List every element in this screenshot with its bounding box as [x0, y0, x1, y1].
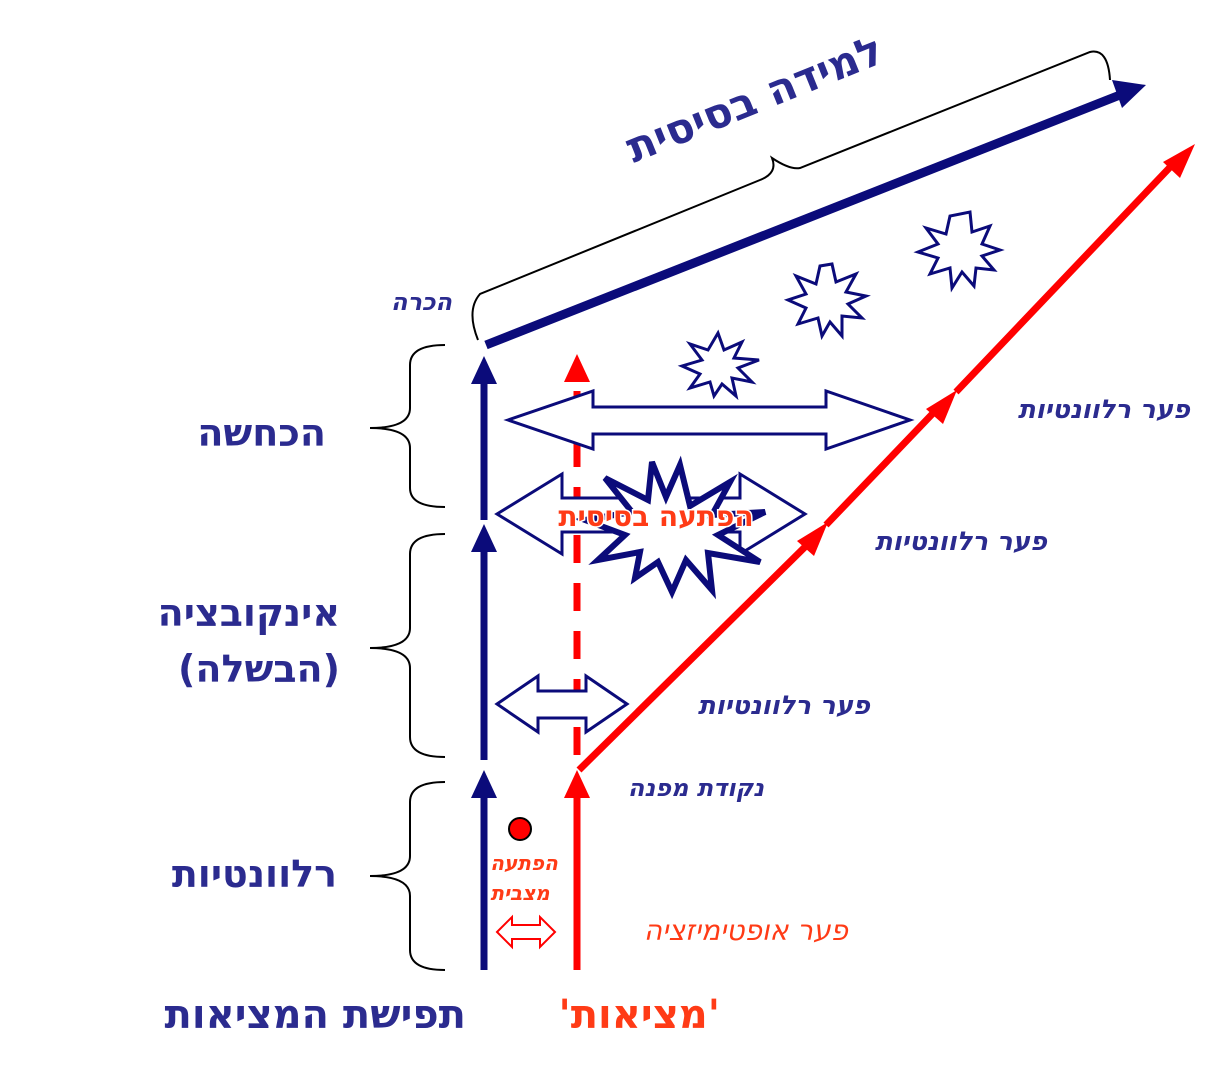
dot-icon: [508, 817, 532, 841]
brace-icon: [369, 781, 446, 971]
arrow-head: [1112, 80, 1146, 108]
explosion-icon: [573, 455, 767, 600]
perception-label: תפישת המציאות: [165, 992, 466, 1038]
stage-incubation: אינקובציה: [158, 591, 340, 635]
relevance-gap-middle: פער רלוונטיות: [875, 527, 1048, 557]
double-arrow-icon: [495, 914, 557, 950]
stage-recognition: הכרה: [391, 288, 452, 316]
stage-incubation-sub: (הבשלה): [178, 647, 340, 691]
reality-label: 'מציאות': [558, 992, 720, 1038]
arrow-head: [471, 524, 497, 552]
situational-surprise-label: הפתעה: [490, 851, 558, 875]
turning-point-label: נקודת מפנה: [628, 774, 764, 802]
situational-surprise-label-2: מצבית: [490, 881, 550, 905]
arrow-head: [471, 770, 497, 798]
arrow-head: [564, 354, 590, 382]
brace-icon: [369, 533, 446, 758]
arrow-head: [471, 356, 497, 384]
arrow-head: [926, 390, 957, 424]
arrow-head: [797, 522, 828, 556]
arrow-head: [564, 770, 590, 798]
brace-icon: [369, 344, 446, 508]
relevance-gap-bottom: פער רלוונטיות: [698, 691, 871, 721]
basic-surprise-label: הפתעה בסיסית: [558, 500, 753, 533]
optimization-gap-label: פער אופטימיזציה: [644, 914, 850, 947]
stage-relevance: רלוונטיות: [172, 852, 337, 896]
stage-sensing: הכחשה: [197, 411, 326, 455]
explosion-icon: [913, 210, 1005, 293]
relevance-gap-top: פער רלוונטיות: [1018, 395, 1191, 425]
double-arrow-icon: [503, 388, 915, 452]
diagram-title: למידה בסיסית: [619, 25, 890, 173]
double-arrow-icon: [494, 673, 630, 735]
brace-icon: [471, 50, 1111, 341]
explosion-icon: [783, 262, 871, 341]
arrow-head: [1163, 144, 1195, 178]
explosion-icon: [677, 329, 760, 401]
